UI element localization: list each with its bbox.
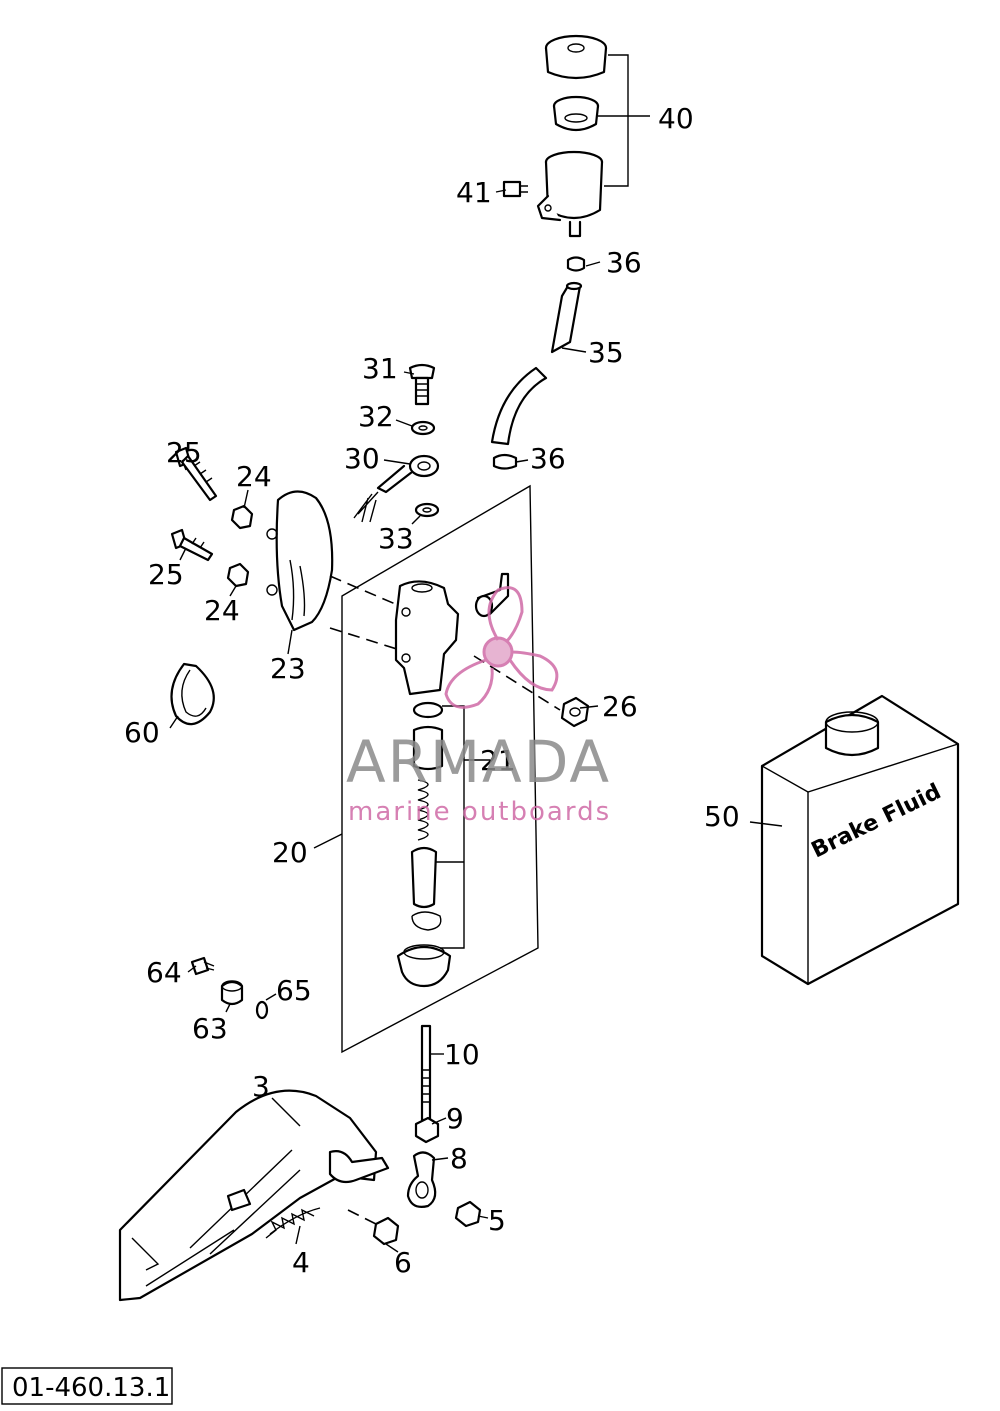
callout-4: 4 [292, 1246, 310, 1279]
callout-24-lower: 24 [204, 594, 240, 627]
callout-32: 32 [358, 400, 394, 433]
callout-41: 41 [456, 176, 492, 209]
cable-tie [170, 662, 215, 726]
callout-50: 50 [704, 800, 740, 833]
reservoir-assembly [502, 34, 650, 238]
callout-leaders [169, 189, 601, 1253]
callout-30: 30 [344, 442, 380, 475]
callout-35: 35 [588, 336, 624, 369]
callout-8: 8 [450, 1142, 468, 1175]
callout-10: 10 [444, 1038, 480, 1071]
propeller-logo-icon [444, 586, 559, 709]
callout-36-top: 36 [606, 246, 642, 279]
callout-65: 65 [276, 974, 312, 1007]
callout-36-lower: 36 [530, 442, 566, 475]
watermark-brand: ARMADA [346, 728, 611, 796]
master-cylinder-kit [313, 484, 590, 1054]
callout-numbers: 40 41 36 35 31 32 30 36 25 24 33 25 24 2… [124, 102, 740, 1279]
callout-31: 31 [362, 352, 398, 385]
callout-33: 33 [378, 522, 414, 555]
callout-6: 6 [394, 1246, 412, 1279]
banjo-fitting [353, 363, 440, 523]
diagram-code: 01-460.13.1 [12, 1373, 170, 1403]
brake-fluid-container: Brake Fluid [749, 694, 960, 986]
brake-pedal-assembly [118, 1089, 400, 1302]
watermark: ARMADA marine outboards [346, 586, 611, 827]
callout-21: 21 [480, 744, 516, 777]
callout-20: 20 [272, 836, 308, 869]
callout-5: 5 [488, 1204, 506, 1237]
callout-24-top: 24 [236, 460, 272, 493]
callout-26: 26 [602, 690, 638, 723]
callout-64: 64 [146, 956, 182, 989]
guard-assembly [170, 446, 334, 632]
callout-60: 60 [124, 716, 160, 749]
callout-63: 63 [192, 1012, 228, 1045]
callout-9: 9 [446, 1102, 464, 1135]
callout-40: 40 [658, 102, 694, 135]
watermark-tagline: marine outboards [348, 797, 611, 827]
callout-3: 3 [252, 1070, 270, 1103]
hose-assembly [490, 256, 586, 470]
push-rod-assembly [406, 1024, 482, 1228]
callout-23: 23 [270, 652, 306, 685]
pivot-parts [190, 956, 269, 1020]
diagram-code-box: 01-460.13.1 [1, 1367, 173, 1405]
callout-25-lower: 25 [148, 558, 184, 591]
callout-25-top: 25 [166, 436, 202, 469]
